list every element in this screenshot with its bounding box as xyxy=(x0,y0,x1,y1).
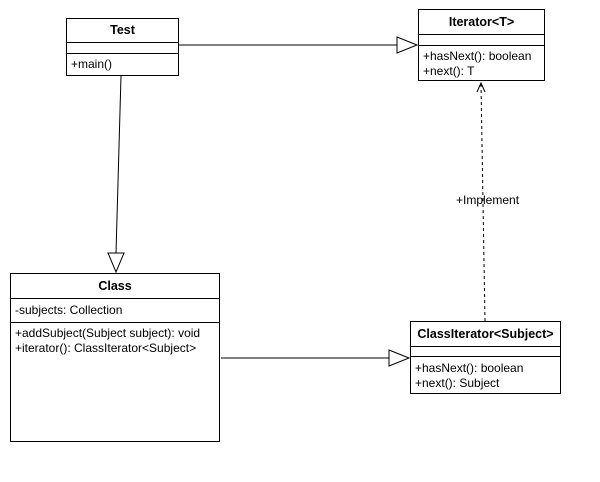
class-attribute: -subjects: Collection xyxy=(15,303,123,317)
class-attributes-compartment xyxy=(67,43,178,54)
class-operation: +hasNext(): boolean xyxy=(423,49,532,63)
class-name: Class xyxy=(11,274,219,299)
hollow-triangle-arrowhead-icon xyxy=(396,36,419,54)
class-name: Test xyxy=(67,19,178,43)
class-box-iterator[interactable]: Iterator<T> +hasNext(): boolean +next():… xyxy=(418,9,545,81)
class-operation: +hasNext(): boolean xyxy=(415,361,524,375)
class-attributes-compartment: -subjects: Collection xyxy=(11,299,219,323)
class-box-class[interactable]: Class -subjects: Collection +addSubject(… xyxy=(10,273,220,442)
class-operation: +main() xyxy=(71,57,113,71)
class-name: Iterator<T> xyxy=(419,10,544,35)
class-operations-compartment: +addSubject(Subject subject): void +iter… xyxy=(11,323,219,356)
class-operation: +next(): T xyxy=(423,64,475,78)
class-operations-compartment: +hasNext(): boolean +next(): Subject xyxy=(411,357,560,391)
edge-label-implement: +Implement xyxy=(456,193,520,207)
class-operations-compartment: +main() xyxy=(67,54,178,72)
hollow-triangle-arrowhead-icon xyxy=(388,349,411,367)
class-attributes-compartment xyxy=(411,347,560,357)
edge-test-to-class xyxy=(115,75,122,254)
class-operation: +next(): Subject xyxy=(415,376,500,390)
class-operations-compartment: +hasNext(): boolean +next(): T xyxy=(419,46,544,79)
class-box-classiterator[interactable]: ClassIterator<Subject> +hasNext(): boole… xyxy=(410,321,561,394)
hollow-triangle-arrowhead-icon xyxy=(107,252,125,274)
class-operation: +addSubject(Subject subject): void xyxy=(15,326,201,340)
class-name: ClassIterator<Subject> xyxy=(411,322,560,347)
class-attributes-compartment xyxy=(419,35,544,46)
class-box-test[interactable]: Test +main() xyxy=(66,18,179,76)
open-arrowhead-icon xyxy=(476,81,486,93)
class-operation: +iterator(): ClassIterator<Subject> xyxy=(15,341,197,355)
